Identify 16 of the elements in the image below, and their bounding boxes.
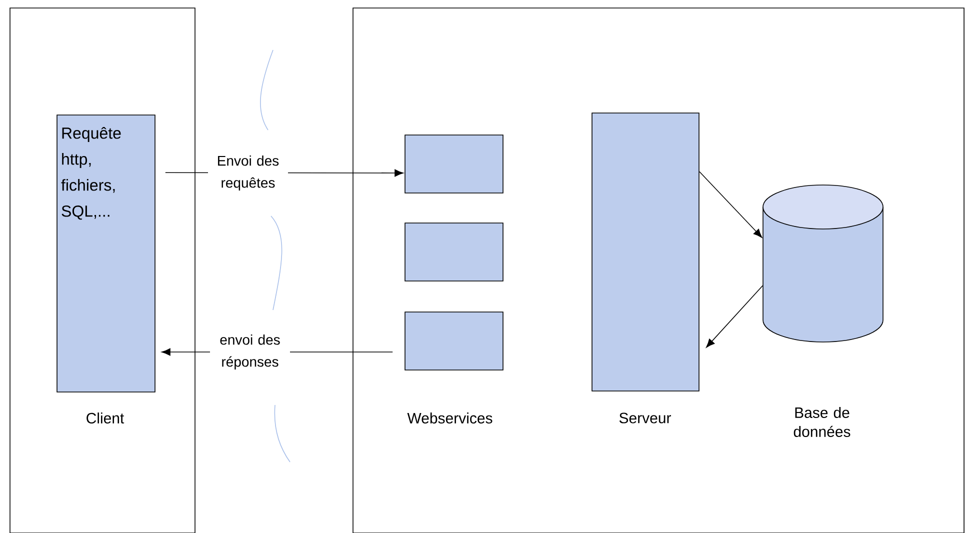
caption: Client xyxy=(86,412,124,424)
webservice-box xyxy=(404,312,504,370)
client-panel xyxy=(10,8,196,533)
arrow xyxy=(699,171,762,238)
server-box xyxy=(592,112,700,392)
arrow xyxy=(706,285,764,348)
database-cylinder xyxy=(762,184,884,342)
caption: Webservices xyxy=(407,412,492,424)
caption: Base de données xyxy=(794,407,850,437)
webservice-box xyxy=(404,134,504,194)
webservice-box xyxy=(404,222,504,282)
server-panel xyxy=(352,8,964,533)
edge-label: envoi des réponses xyxy=(210,333,290,371)
edge-label: Envoi des requêtes xyxy=(208,154,288,192)
client-box: Requête http, fichiers, SQL,... xyxy=(56,114,156,392)
caption: Serveur xyxy=(619,412,671,424)
